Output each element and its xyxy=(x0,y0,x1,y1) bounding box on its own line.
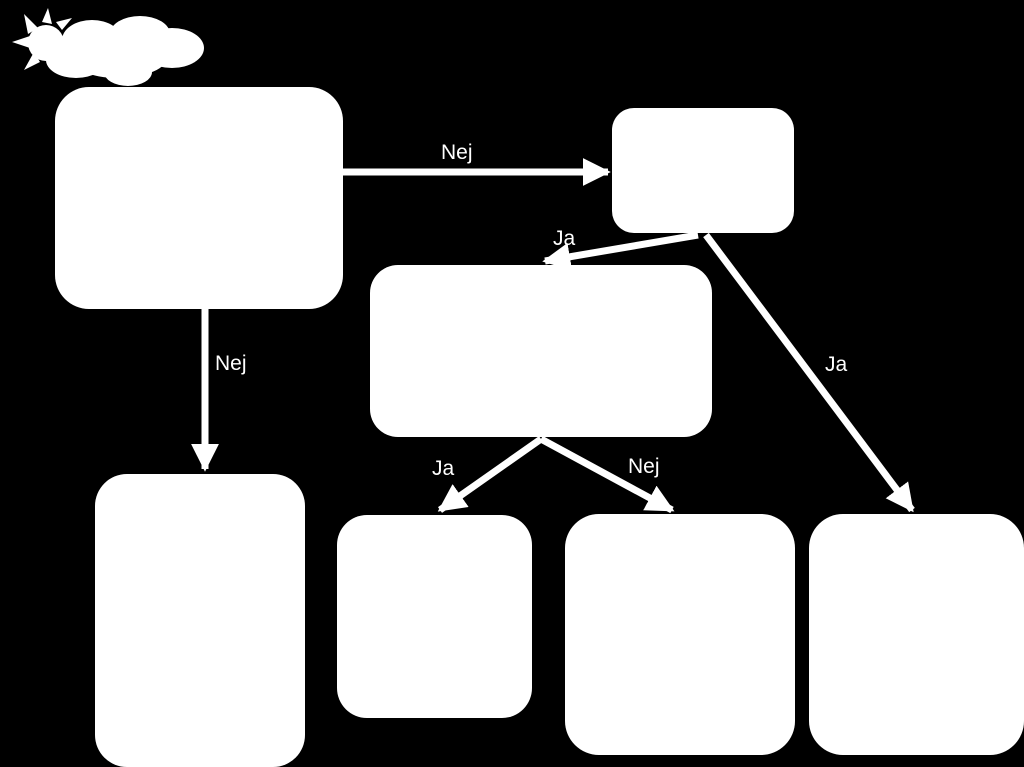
sun-behind-cloud-icon xyxy=(12,8,204,86)
arrow-decision-3-to-outcome-3 xyxy=(539,435,675,514)
arrow-decision-3-to-outcome-2 xyxy=(437,436,544,513)
edge-label: Ja xyxy=(432,457,455,480)
edge-label: Ja xyxy=(825,353,848,376)
arrow-decision-2-to-decision-3 xyxy=(542,231,699,271)
flowchart-node-start xyxy=(55,87,343,309)
edge-label: Nej xyxy=(628,455,660,478)
edge-label: Nej xyxy=(215,352,247,375)
flowchart-node-outcome-2 xyxy=(337,515,532,718)
arrow-decision-2-to-outcome-4 xyxy=(703,232,915,513)
flowchart-node-outcome-1 xyxy=(95,474,305,767)
flowchart-node-decision-2 xyxy=(612,108,794,233)
flowchart-node-outcome-3 xyxy=(565,514,795,755)
flowchart-node-outcome-4 xyxy=(809,514,1024,755)
edge-label: Ja xyxy=(553,227,576,250)
edge-label: Nej xyxy=(441,141,473,164)
flowchart-node-decision-3 xyxy=(370,265,712,437)
